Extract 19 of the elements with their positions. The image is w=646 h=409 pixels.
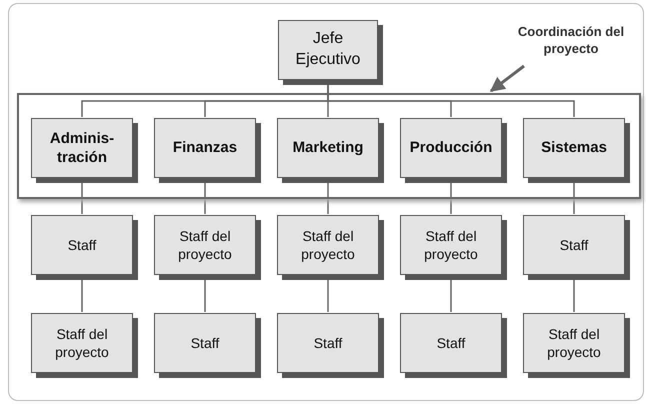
box-label: Staff del proyecto	[54, 324, 110, 362]
box-label: Staff del proyecto	[300, 226, 356, 264]
box-label: Staff del proyecto	[423, 226, 479, 264]
box-label: Finanzas	[172, 138, 238, 158]
box-label: Producción	[410, 138, 492, 158]
box-label: Adminis- tración	[48, 128, 116, 168]
box-label: Sistemas	[541, 138, 607, 158]
box-label: Marketing	[292, 138, 364, 158]
box-label: Staff	[560, 236, 588, 254]
box-label: Staff	[68, 236, 96, 254]
callout-text: Coordinación del proyecto	[516, 24, 626, 58]
box-label: Staff	[190, 334, 220, 352]
coordination-band	[17, 93, 641, 199]
box-label: Staff del proyecto	[546, 324, 602, 362]
box-label: Staff del proyecto	[177, 226, 233, 264]
box-label: Staff	[436, 334, 466, 352]
box-label: Jefe Ejecutivo	[294, 29, 362, 70]
box-label: Staff	[314, 334, 342, 352]
arrow	[490, 64, 525, 92]
